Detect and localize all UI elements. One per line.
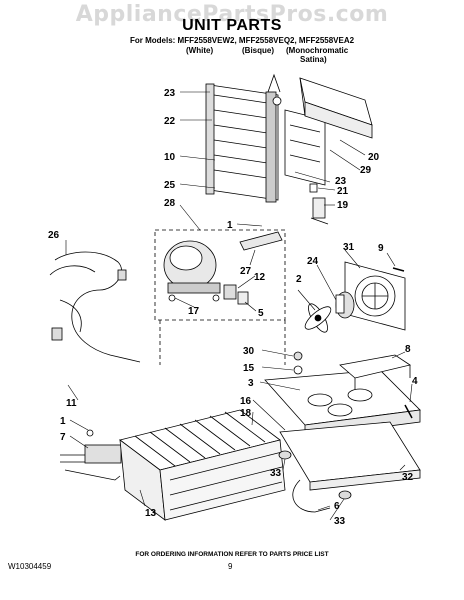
- lower-coil: [119, 409, 286, 521]
- callout-26: 26: [48, 230, 60, 241]
- callout-21: 21: [337, 186, 349, 197]
- callout-4: 4: [412, 376, 418, 387]
- variant-monochromatic: (Monochromatic: [286, 46, 349, 55]
- callout-7: 7: [60, 432, 66, 443]
- filter-drier: [239, 231, 283, 251]
- callout-1-bottom: 1: [60, 416, 66, 427]
- callout-20: 20: [368, 152, 380, 163]
- callout-19: 19: [337, 200, 349, 211]
- callout-5: 5: [258, 308, 264, 319]
- callout-9: 9: [378, 243, 384, 254]
- pressure-switch-parts: [309, 183, 329, 225]
- fan-motor: [335, 291, 355, 319]
- callout-33-lower: 33: [334, 516, 346, 527]
- page-number: 9: [228, 562, 233, 571]
- callout-3: 3: [248, 378, 254, 389]
- callout-22: 22: [164, 116, 176, 127]
- variant-bisque: (Bisque): [242, 46, 274, 55]
- start-relay: [223, 284, 249, 305]
- drain-clips: [278, 450, 352, 513]
- variant-satina: Satina): [300, 55, 327, 64]
- callout-30: 30: [243, 346, 255, 357]
- document-number: W10304459: [8, 562, 52, 571]
- callout-29: 29: [360, 165, 372, 176]
- top-shroud: [299, 77, 373, 139]
- callout-1-top: 1: [227, 220, 233, 231]
- callout-8: 8: [405, 344, 411, 355]
- callout-23-left: 23: [164, 88, 176, 99]
- wire-harness: [49, 251, 141, 363]
- coil-bracket: [284, 109, 326, 186]
- callout-28: 28: [164, 198, 176, 209]
- ordering-note: FOR ORDERING INFORMATION REFER TO PARTS …: [135, 551, 329, 558]
- models-line: For Models: MFF2558VEW2, MFF2558VEQ2, MF…: [130, 36, 355, 45]
- fan-blade: [304, 303, 332, 333]
- callout-13: 13: [145, 508, 157, 519]
- callout-32: 32: [402, 472, 414, 483]
- callout-23-right: 23: [335, 176, 347, 187]
- callout-33-upper: 33: [270, 468, 282, 479]
- right-bracket: [339, 354, 411, 390]
- callout-25: 25: [164, 180, 176, 191]
- terminal-block: [60, 429, 122, 481]
- callout-12: 12: [254, 272, 266, 283]
- watermark: AppliancePartsPros.com: [75, 2, 389, 27]
- callout-11: 11: [66, 398, 77, 409]
- compressor: [163, 240, 221, 302]
- callout-17: 17: [188, 306, 200, 317]
- fan-shroud: [344, 261, 406, 331]
- callout-6: 6: [334, 501, 340, 512]
- callout-15: 15: [243, 363, 255, 374]
- drain-pan: [279, 421, 421, 491]
- leader-lines: [65, 91, 413, 521]
- callout-18: 18: [240, 408, 252, 419]
- variant-white: (White): [186, 46, 214, 55]
- callout-27: 27: [240, 266, 252, 277]
- callout-16: 16: [240, 396, 252, 407]
- callout-10: 10: [164, 152, 176, 163]
- compressor-box: [154, 229, 286, 321]
- callout-2: 2: [296, 274, 302, 285]
- page-title: UNIT PARTS: [182, 17, 282, 34]
- callout-24: 24: [307, 256, 319, 267]
- callout-31: 31: [343, 242, 355, 253]
- condenser-coil: [205, 73, 282, 203]
